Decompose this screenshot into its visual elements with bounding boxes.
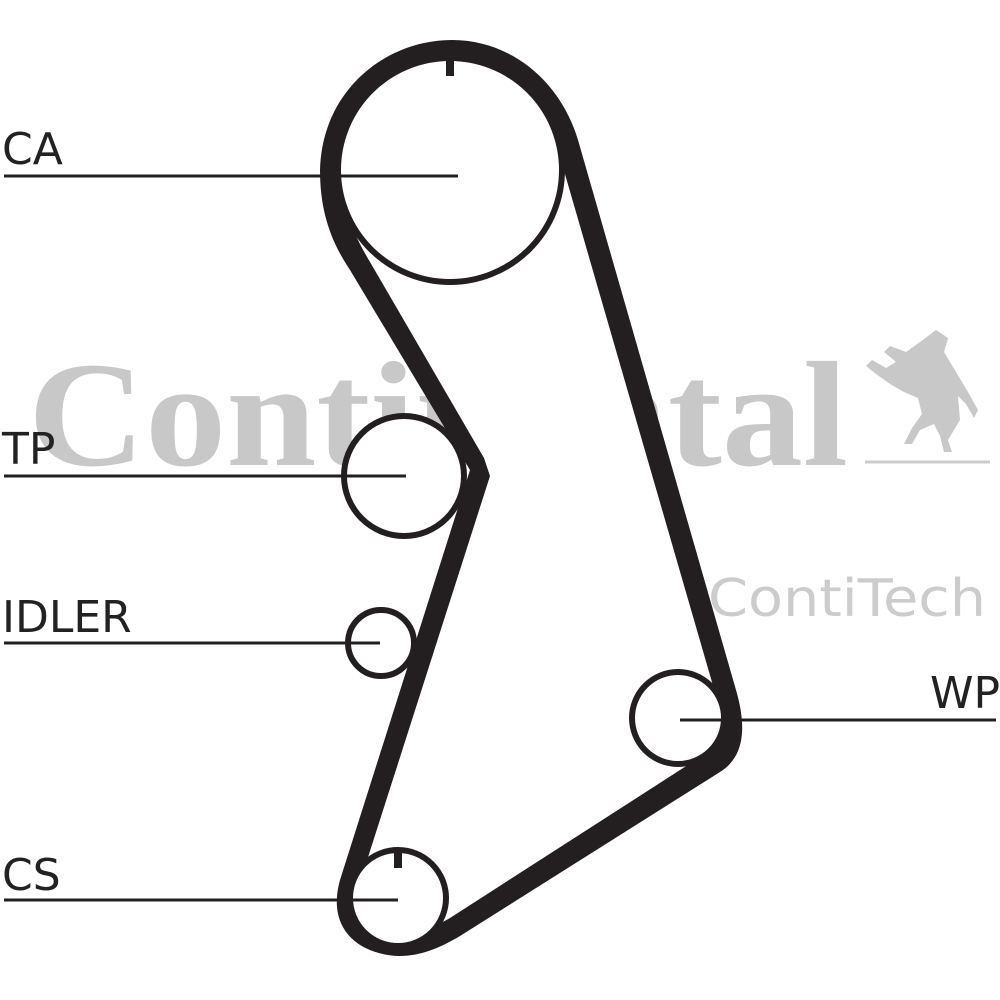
pulley-cs — [347, 847, 449, 949]
label-tp: TP — [1, 424, 55, 475]
label-idler: IDLER — [2, 592, 132, 643]
rearing-horse-icon — [866, 330, 978, 452]
label-cs: CS — [2, 850, 61, 901]
pulley-labels: CA TP IDLER WP CS — [1, 124, 1000, 901]
label-ca: CA — [2, 124, 63, 175]
label-wp: WP — [930, 668, 1000, 719]
pulley-wp — [629, 669, 727, 767]
pulley-ca — [335, 55, 565, 285]
leader-lines — [4, 174, 996, 902]
watermark-sub-brand: ContiTech — [708, 569, 986, 629]
